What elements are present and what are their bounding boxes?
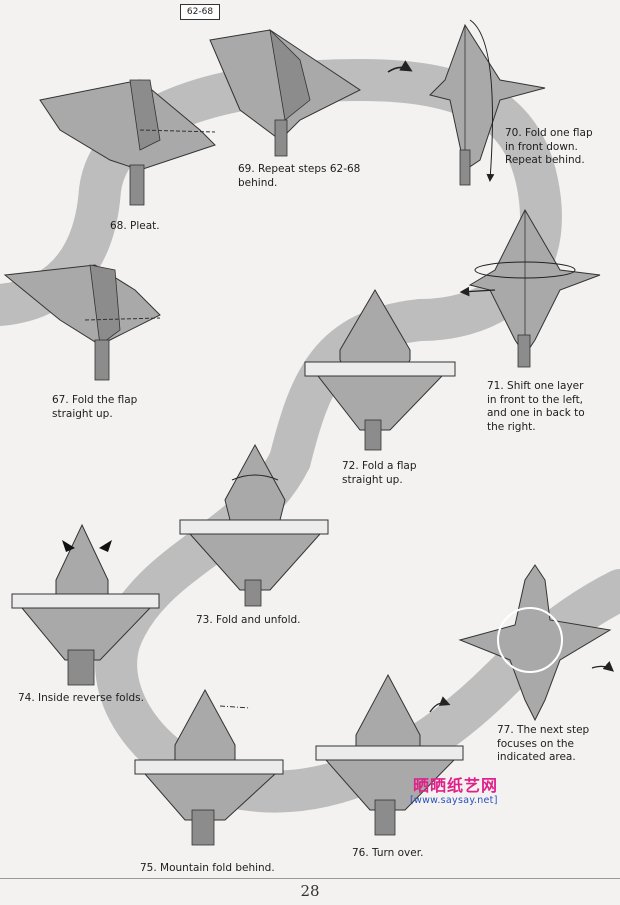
watermark-chinese: 晒晒纸艺网: [413, 776, 499, 795]
step-71-figure: [459, 208, 601, 368]
step-73-figure: [179, 443, 329, 607]
connecting-band: [0, 58, 620, 813]
step-76-figure: [315, 673, 464, 836]
caption-step-68: 68. Pleat.: [110, 220, 160, 232]
watermark-url: [www.saysay.net]: [410, 795, 498, 806]
caption-step-69: 69. Repeat steps 62-68 behind.: [238, 163, 361, 189]
reference-steps-box: 62-68: [180, 4, 220, 20]
caption-step-76: 76. Turn over.: [352, 847, 424, 859]
step-69-figure: [209, 28, 413, 157]
caption-step-74: 74. Inside reverse folds.: [18, 692, 144, 704]
caption-step-72: 72. Fold a flap straight up.: [342, 460, 417, 486]
footer-rule: [0, 878, 620, 879]
caption-step-77: 77. The next step focuses on the indicat…: [497, 724, 590, 763]
caption-step-70: 70. Fold one flap in front down. Repeat …: [505, 127, 593, 166]
caption-step-75: 75. Mountain fold behind.: [140, 862, 275, 874]
step-77-figure: [458, 564, 614, 722]
caption-step-67: 67. Fold the flap straight up.: [52, 394, 138, 420]
step-75-figure: [134, 688, 284, 846]
step-74-figure: [11, 523, 160, 686]
caption-step-73: 73. Fold and unfold.: [196, 614, 301, 626]
step-70-figure: [429, 19, 546, 186]
page-number: 28: [300, 882, 320, 900]
caption-step-71: 71. Shift one layer in front to the left…: [487, 380, 585, 433]
step-72-figure: [304, 289, 456, 451]
step-68-figure: [39, 79, 216, 206]
step-67-figure: [3, 264, 161, 381]
